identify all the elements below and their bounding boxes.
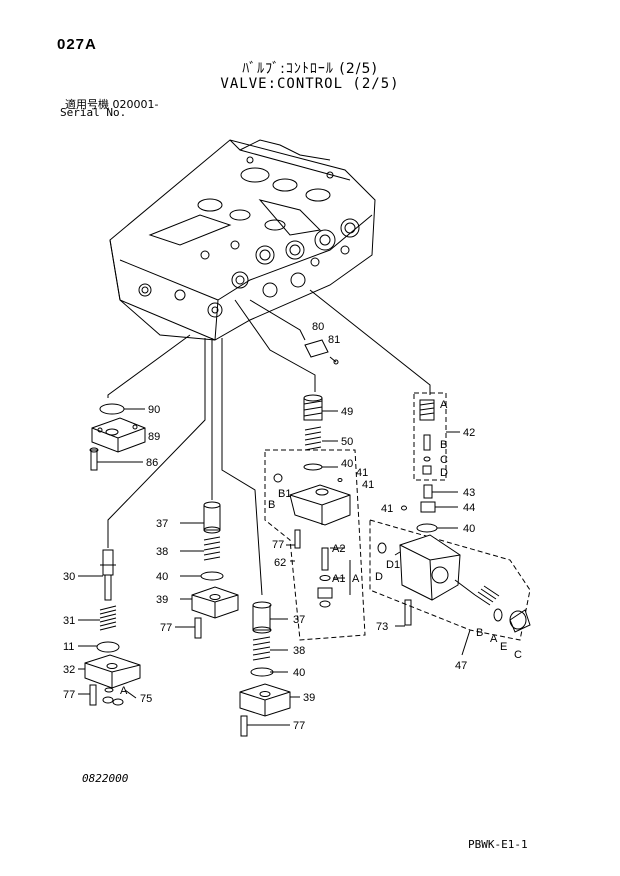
valve-body bbox=[109, 139, 376, 341]
callout-62: 62 bbox=[274, 557, 286, 569]
callout-42: 42 bbox=[463, 427, 475, 439]
serial-label-english: Serial No. bbox=[60, 106, 127, 119]
callout-80: 80 bbox=[312, 321, 324, 333]
callout-40-second: 40 bbox=[463, 523, 475, 535]
callout-a1: A1 bbox=[332, 573, 345, 585]
callout-77-fourth: 77 bbox=[293, 720, 305, 732]
callout-39-second: 39 bbox=[303, 692, 315, 704]
callout-50: 50 bbox=[341, 436, 353, 448]
leader-lines bbox=[107, 289, 431, 596]
callout-81: 81 bbox=[328, 334, 340, 346]
group-62-parts bbox=[273, 473, 351, 608]
callout-38: 38 bbox=[156, 546, 168, 558]
callout-41-third: 41 bbox=[381, 503, 393, 515]
callout-42-a: A bbox=[440, 399, 448, 411]
callout-77-third: 77 bbox=[63, 689, 75, 701]
callout-49: 49 bbox=[341, 406, 353, 418]
group-42-box bbox=[413, 392, 447, 481]
callout-42-d: D bbox=[440, 467, 448, 479]
callout-77-second: 77 bbox=[160, 622, 172, 634]
parts-43-44 bbox=[401, 484, 438, 533]
callout-47-e: E bbox=[500, 641, 507, 653]
callout-90: 90 bbox=[148, 404, 160, 416]
callout-37-second: 37 bbox=[293, 614, 305, 626]
callout-44: 44 bbox=[463, 502, 475, 514]
page-code: 027A bbox=[57, 36, 97, 53]
group-42-parts bbox=[419, 399, 435, 475]
sheet-code: PBWK-E1-1 bbox=[468, 838, 528, 851]
callout-75: 75 bbox=[140, 693, 152, 705]
callout-40: 40 bbox=[341, 458, 353, 470]
group-47-parts bbox=[377, 534, 531, 633]
title-english: VALVE:CONTROL (2/5) bbox=[220, 76, 400, 92]
callout-32: 32 bbox=[63, 664, 75, 676]
serial-label-japanese: 適用号機 020001- bbox=[65, 98, 159, 111]
callout-31: 31 bbox=[63, 615, 75, 627]
spring-stack-lower bbox=[239, 601, 291, 737]
callout-47-b: B bbox=[476, 627, 483, 639]
cover-assembly-left bbox=[89, 403, 146, 471]
callout-75-a: A bbox=[120, 685, 128, 697]
callout-b1: B1 bbox=[278, 488, 291, 500]
callout-30: 30 bbox=[63, 571, 75, 583]
callout-47-d: D bbox=[375, 571, 383, 583]
spring-49-50 bbox=[303, 394, 323, 471]
callout-a: A bbox=[352, 573, 360, 585]
group-62-box bbox=[264, 449, 366, 641]
callout-43: 43 bbox=[463, 487, 475, 499]
callout-41: 41 bbox=[356, 467, 368, 479]
callout-11: 11 bbox=[63, 641, 74, 653]
title-japanese: ﾊﾞﾙﾌﾞ:ｺﾝﾄﾛｰﾙ (2/5) bbox=[242, 61, 378, 77]
callout-47-d1: D1 bbox=[386, 559, 400, 571]
callout-b: B bbox=[268, 499, 275, 511]
callout-86: 86 bbox=[146, 457, 158, 469]
callout-40-third: 40 bbox=[156, 571, 168, 583]
callout-47-c: C bbox=[514, 649, 522, 661]
callout-41-second: 41 bbox=[362, 479, 374, 491]
plate-80 bbox=[304, 339, 339, 365]
spring-stack-middle bbox=[191, 501, 239, 639]
callout-40-fourth: 40 bbox=[293, 667, 305, 679]
callout-37: 37 bbox=[156, 518, 168, 530]
callout-42-c: C bbox=[440, 454, 448, 466]
callout-73: 73 bbox=[376, 621, 388, 633]
callout-42-b: B bbox=[440, 439, 447, 451]
callout-89: 89 bbox=[148, 431, 160, 443]
callout-leaders bbox=[78, 408, 471, 726]
group-47-box bbox=[369, 519, 531, 641]
callout-77: 77 bbox=[272, 539, 284, 551]
callout-47: 47 bbox=[455, 660, 467, 672]
callout-a2: A2 bbox=[332, 543, 345, 555]
callout-47-a: A bbox=[490, 633, 498, 645]
document-number: 0822000 bbox=[82, 772, 129, 785]
callout-39: 39 bbox=[156, 594, 168, 606]
callout-38-second: 38 bbox=[293, 645, 305, 657]
spool-assembly-left bbox=[84, 549, 141, 706]
